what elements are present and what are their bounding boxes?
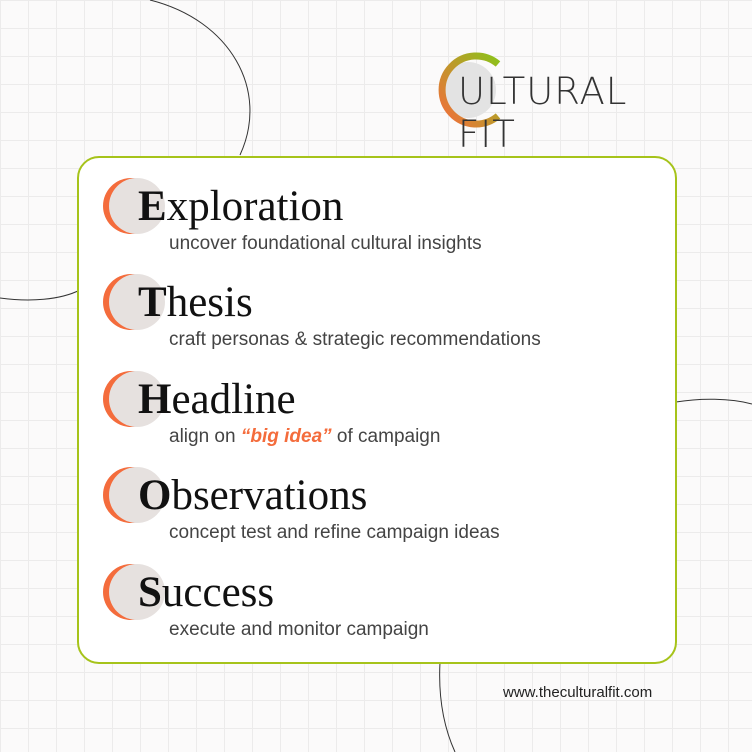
logo: ULTURAL FIT: [430, 50, 680, 156]
circle-icon: [103, 274, 165, 330]
step-title: Headline: [138, 376, 296, 423]
steps-card: Exploration uncover foundational cultura…: [77, 156, 677, 664]
step-desc: concept test and refine campaign ideas: [169, 522, 500, 543]
step-exploration: Exploration uncover foundational cultura…: [103, 158, 663, 254]
big-idea-highlight: “big idea”: [240, 426, 332, 447]
step-desc: align on “big idea” of campaign: [169, 426, 441, 447]
step-observations: Observations concept test and refine cam…: [103, 447, 663, 543]
circle-icon: [103, 371, 165, 427]
step-success: Success execute and monitor campaign: [103, 544, 663, 640]
step-title: Observations: [138, 472, 368, 519]
step-title: Success: [138, 569, 275, 616]
step-thesis: Thesis craft personas & strategic recomm…: [103, 254, 663, 350]
circle-icon: [103, 178, 165, 234]
website-link[interactable]: www.theculturalfit.com: [503, 684, 653, 701]
step-desc: uncover foundational cultural insights: [169, 233, 482, 254]
step-title: Exploration: [138, 183, 344, 230]
step-desc: craft personas & strategic recommendatio…: [169, 329, 541, 350]
step-title: Thesis: [138, 279, 253, 326]
logo-text: ULTURAL FIT: [458, 70, 628, 156]
circle-icon: [103, 467, 165, 523]
step-desc: execute and monitor campaign: [169, 619, 429, 640]
step-headline: Headline align on “big idea” of campaign: [103, 351, 663, 447]
logo-globe-icon: [438, 52, 501, 128]
circle-icon: [103, 564, 165, 620]
